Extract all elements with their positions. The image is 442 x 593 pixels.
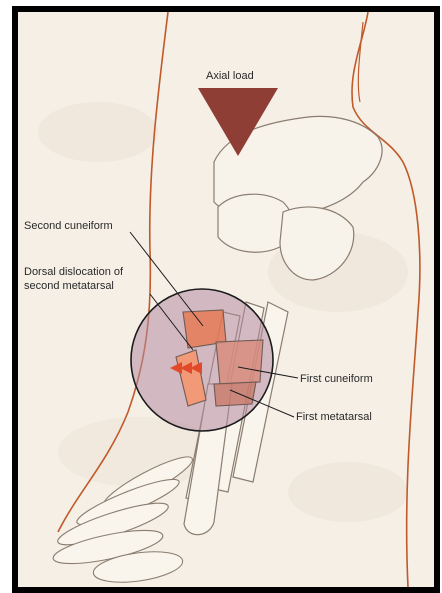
dorsal-dislocation-label: Dorsal dislocation of second metatarsal [24, 265, 123, 293]
first-cuneiform-label: First cuneiform [300, 372, 373, 386]
figure-border: Axial load Second cuneiform Dorsal dislo… [12, 6, 440, 593]
second-cuneiform-label: Second cuneiform [24, 219, 113, 233]
illustration-canvas: Axial load Second cuneiform Dorsal dislo… [18, 12, 434, 587]
axial-load-label: Axial load [206, 69, 254, 83]
leg-inner-line [358, 22, 363, 102]
first-metatarsal-label: First metatarsal [296, 410, 372, 424]
first-metatarsal-base [214, 382, 256, 406]
foot-illustration [18, 12, 434, 587]
first-cuneiform [216, 340, 263, 384]
